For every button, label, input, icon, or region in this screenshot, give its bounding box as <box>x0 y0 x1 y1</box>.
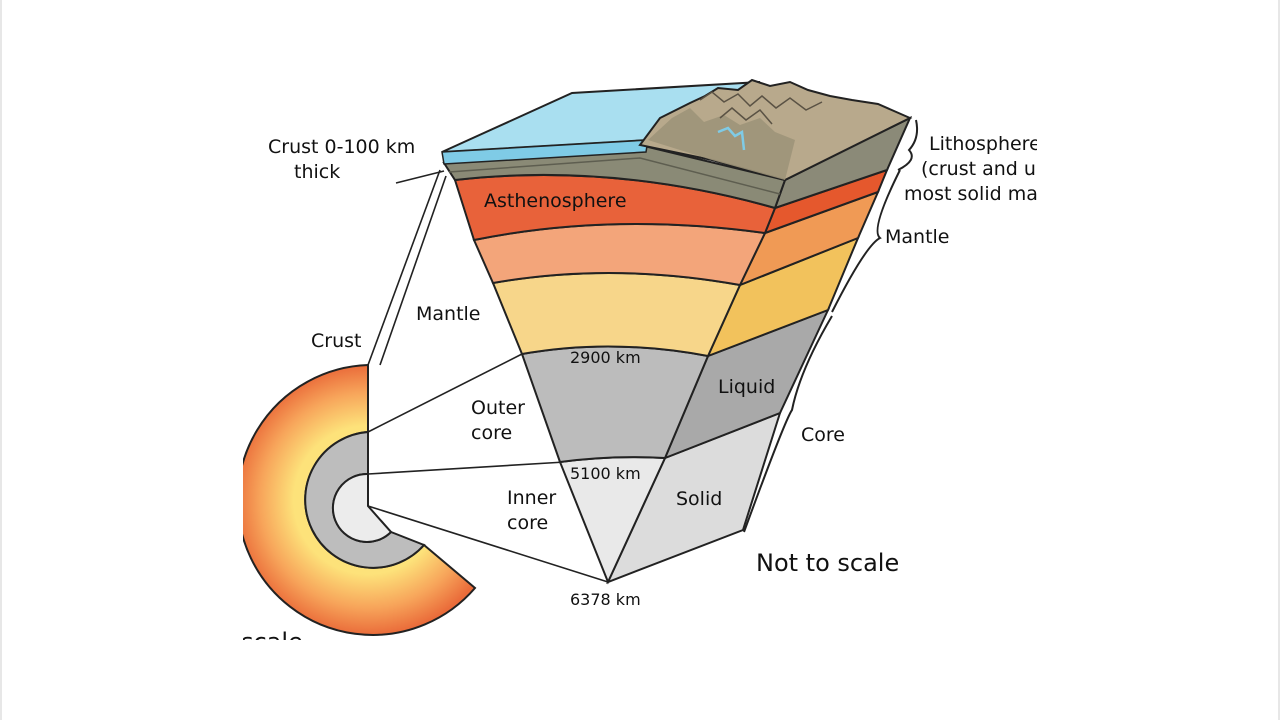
crust-small-label: Crust <box>311 330 361 352</box>
lithosphere-label-1: Lithosphere <box>929 133 1041 155</box>
solid-label: Solid <box>676 488 722 510</box>
globe-cutaway <box>238 365 475 635</box>
inner-core-label-2: core <box>507 512 548 534</box>
lithosphere-label-2: (crust and upper <box>921 158 1080 180</box>
mantle-left-label: Mantle <box>416 303 481 325</box>
liquid-label: Liquid <box>718 376 775 398</box>
outer-core-label-2: core <box>471 422 512 444</box>
crust-thickness-label-1: Crust 0-100 km <box>268 136 415 158</box>
inner-core-label-1: Inner <box>507 487 556 509</box>
crust-thickness-label-2: thick <box>294 161 340 183</box>
depth-2900-label: 2900 km <box>570 348 641 367</box>
core-label: Core <box>801 424 845 446</box>
depth-6378-label: 6378 km <box>570 590 641 609</box>
outer-core-label-1: Outer <box>471 397 525 419</box>
not-to-scale-label: Not to scale <box>756 549 899 577</box>
front-lower-mantle <box>493 273 740 356</box>
mantle-right-label: Mantle <box>885 226 950 248</box>
lithosphere-label-3: most solid mantle) <box>904 183 1082 205</box>
depth-5100-label: 5100 km <box>570 464 641 483</box>
globe-inner-core <box>333 474 391 542</box>
cut-off-scale-text: scale <box>241 628 303 656</box>
asthenosphere-label: Asthenosphere <box>484 190 627 212</box>
